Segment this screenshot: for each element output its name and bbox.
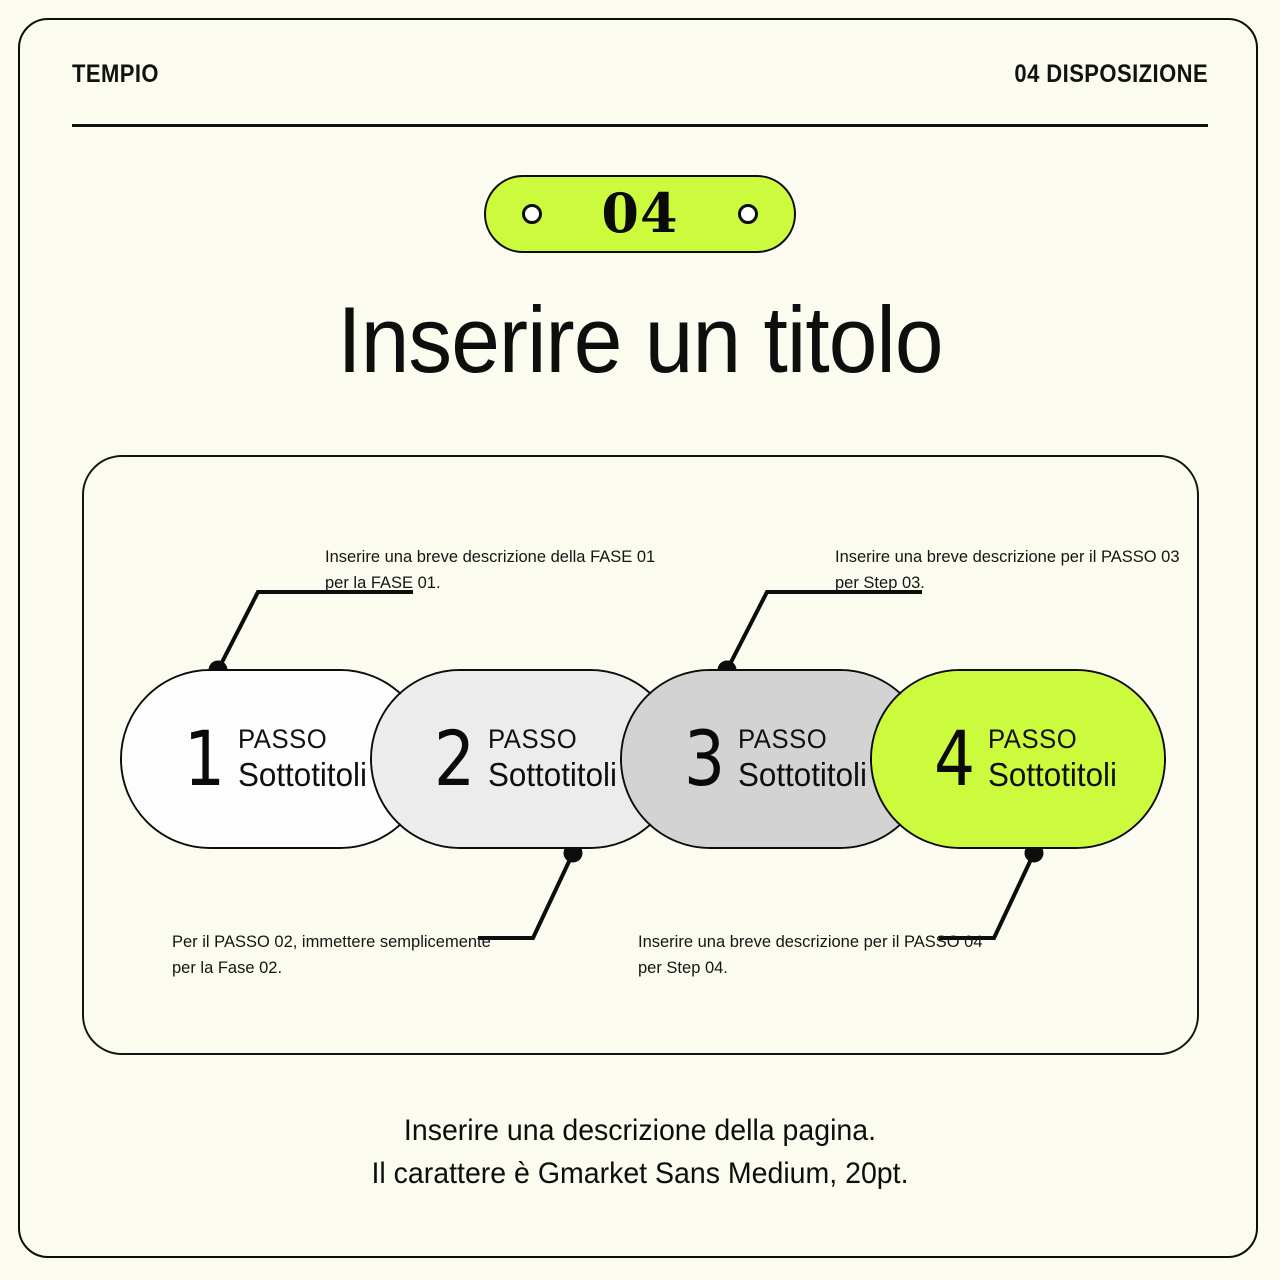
header-divider-rule <box>72 124 1208 127</box>
step-pill-3[interactable]: 3 PASSO Sottotitoli <box>620 669 930 849</box>
footer-line-1: Inserire una descrizione della pagina. <box>403 1114 877 1147</box>
step-kicker-2: PASSO <box>488 724 578 755</box>
step-number-2: 2 <box>434 714 476 803</box>
step-number-3: 3 <box>684 714 726 803</box>
callout-3-line-1: Inserire una breve descrizione per il PA… <box>835 548 1180 566</box>
footer-line-2: Il carattere è Gmarket Sans Medium, 20pt… <box>371 1156 909 1190</box>
slide-frame-border <box>18 18 1258 1258</box>
step-pill-4[interactable]: 4 PASSO Sottotitoli <box>870 669 1166 849</box>
badge-hole-right-icon <box>738 204 758 224</box>
step-subtitle-1: Sottotitoli <box>238 756 368 794</box>
badge-hole-left-icon <box>522 204 542 224</box>
header-section-label: 04 DISPOSIZIONE <box>1014 60 1208 88</box>
step-subtitle-3: Sottotitoli <box>738 756 868 794</box>
step-number-1: 1 <box>184 714 226 803</box>
step-subtitle-2: Sottotitoli <box>488 756 618 794</box>
step-kicker-3: PASSO <box>738 724 828 755</box>
slide-header: TEMPIO 04 DISPOSIZIONE <box>72 60 1208 102</box>
step-pill-1[interactable]: 1 PASSO Sottotitoli <box>120 669 430 849</box>
section-number-badge: 04 <box>484 175 796 253</box>
callout-text-3: Inserire una breve descrizione per il PA… <box>835 545 1180 596</box>
callout-4-line-2: per Step 04. <box>638 958 728 977</box>
callout-1-line-2: per la FASE 01. <box>325 573 441 592</box>
callout-text-2: Per il PASSO 02, immettere semplicemente… <box>172 930 491 981</box>
step-pill-2[interactable]: 2 PASSO Sottotitoli <box>370 669 680 849</box>
callout-4-line-1: Inserire una breve descrizione per il PA… <box>638 933 983 951</box>
step-kicker-1: PASSO <box>238 724 328 755</box>
callout-2-line-1: Per il PASSO 02, immettere semplicemente <box>172 933 491 951</box>
callout-text-4: Inserire una breve descrizione per il PA… <box>638 930 983 981</box>
step-kicker-4: PASSO <box>988 724 1078 755</box>
callout-text-1: Inserire una breve descrizione della FAS… <box>325 545 655 596</box>
step-number-4: 4 <box>934 714 976 803</box>
callout-1-line-1: Inserire una breve descrizione della FAS… <box>325 548 656 566</box>
header-template-label: TEMPIO <box>72 60 159 88</box>
page-title: Inserire un titolo <box>337 287 943 392</box>
callout-3-line-2: per Step 03. <box>835 573 925 592</box>
page-description: Inserire una descrizione della pagina. I… <box>32 1110 1248 1195</box>
step-subtitle-4: Sottotitoli <box>988 756 1118 794</box>
callout-2-line-2: per la Fase 02. <box>172 958 283 977</box>
badge-number-label: 04 <box>601 180 679 245</box>
